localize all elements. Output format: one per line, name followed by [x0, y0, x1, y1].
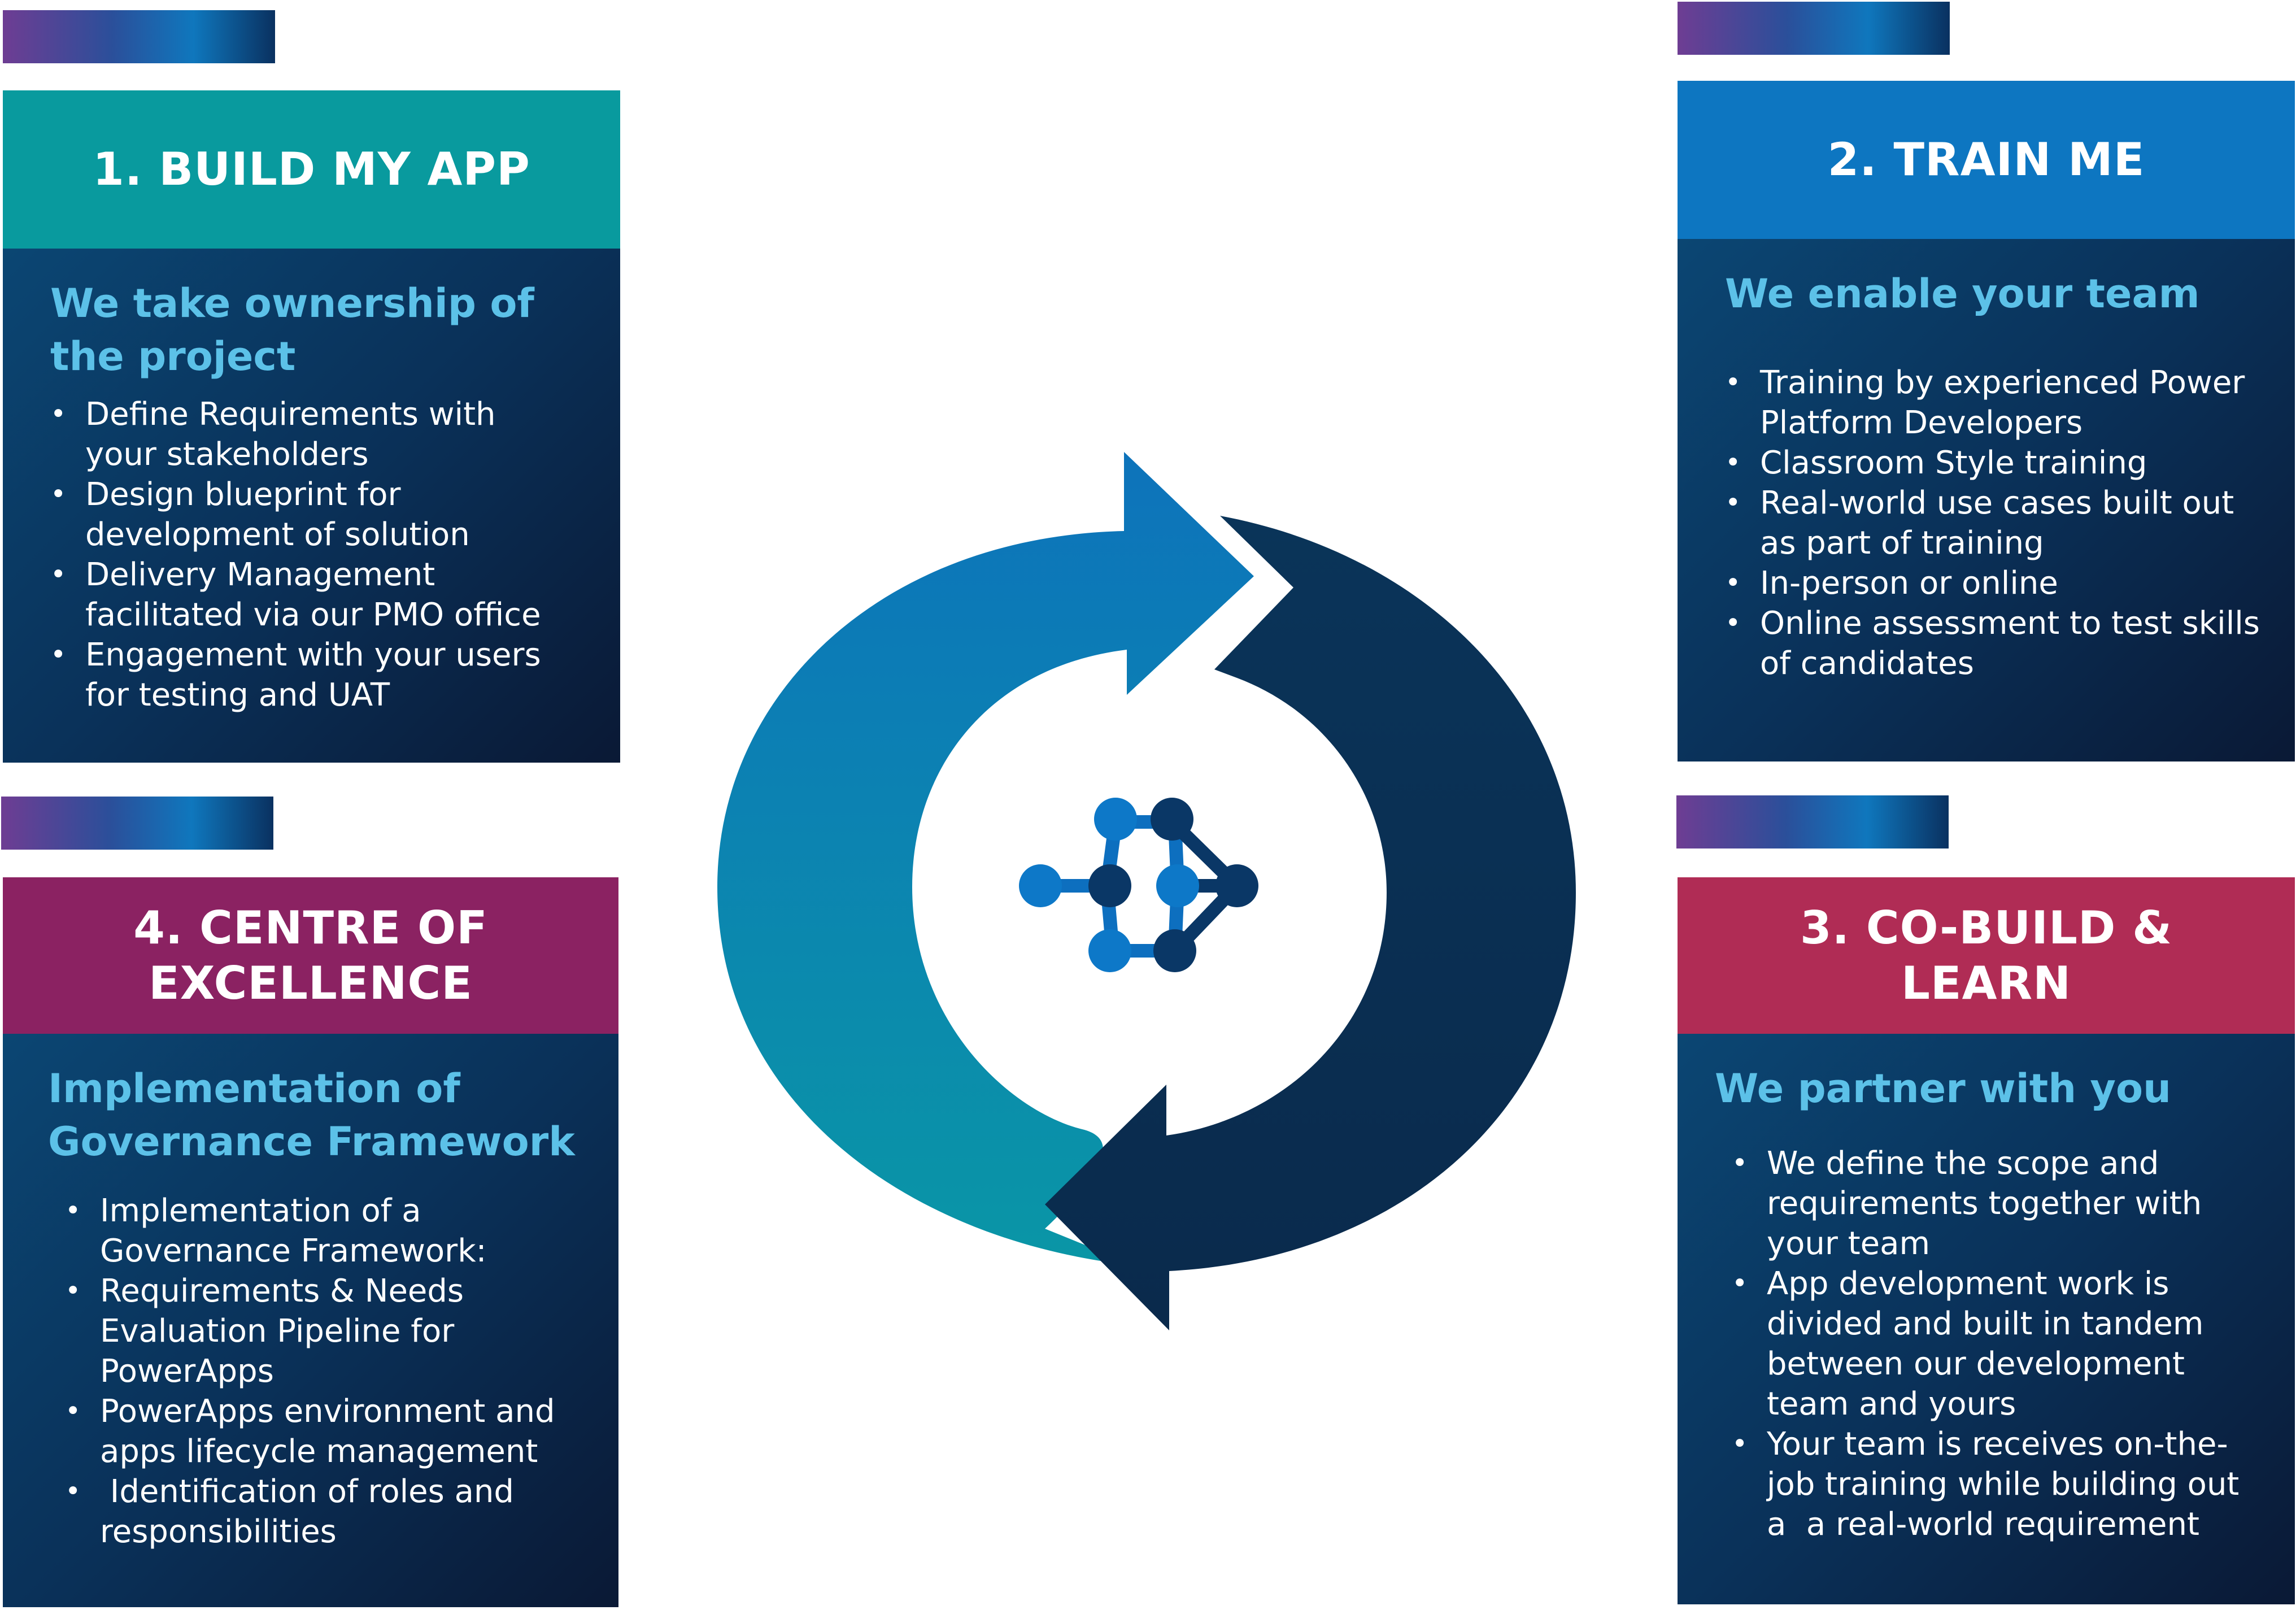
card-4-body: Implementation of Governance Framework Im… — [3, 1034, 618, 1607]
list-item-line: apps lifecycle management — [100, 1433, 538, 1470]
list-item-line: your team — [1767, 1225, 1930, 1262]
list-item: Classroom Style training — [1725, 443, 2272, 483]
cycle-arrow-dark — [1045, 516, 1576, 1330]
list-item-line: Design blueprint for — [85, 476, 401, 513]
list-item-line: your stakeholders — [85, 436, 369, 473]
list-item: App development work is divided and built… — [1732, 1264, 2272, 1424]
text-line: Implementation of — [48, 1065, 460, 1112]
card-2-body: We enable your team Training by experien… — [1678, 239, 2295, 762]
card-1-header: 1. BUILD MY APP — [3, 90, 620, 249]
list-item-line: In-person or online — [1760, 565, 2058, 602]
list-item-line: PowerApps environment and — [100, 1393, 555, 1430]
list-item: In-person or online — [1725, 563, 2272, 603]
list-item-line: Governance Framework: — [100, 1233, 487, 1269]
cycle-arrows-graphic — [717, 452, 1576, 1330]
text-line: Governance Framework — [48, 1119, 575, 1165]
card-2-title: 2. TRAIN ME — [1828, 132, 2145, 188]
list-item-line: PowerApps — [100, 1353, 274, 1390]
list-item-line: requirements together with — [1767, 1185, 2202, 1222]
text-line: 2. TRAIN ME — [1827, 133, 2145, 186]
list-item-line: Evaluation Pipeline for — [100, 1313, 455, 1350]
list-item-line: as part of training — [1760, 525, 2044, 562]
list-item: Delivery Management facilitated via our P… — [50, 555, 598, 635]
card-3-subtitle: We partner with you — [1715, 1062, 2272, 1115]
list-item: Identification of roles andresponsibilit… — [65, 1472, 596, 1552]
card-3-title: 3. CO-BUILD &LEARN — [1800, 900, 2172, 1011]
list-item-line: responsibilities — [100, 1513, 337, 1550]
text-line: 3. CO-BUILD & — [1800, 901, 2172, 954]
list-item-line: facilitated via our PMO office — [85, 597, 541, 633]
list-item: Your team is receives on-the-job trainin… — [1732, 1424, 2272, 1544]
list-item-line: Identification of roles and — [100, 1473, 514, 1510]
text-line: 1. BUILD MY APP — [93, 143, 530, 195]
text-line: EXCELLENCE — [149, 956, 473, 1009]
list-item-line: We define the scope and — [1767, 1145, 2159, 1182]
list-item-line: Define Requirements with — [85, 396, 496, 433]
list-item-line: Your team is receives on-the- — [1767, 1426, 2228, 1463]
cycle-arrow-light — [717, 452, 1254, 1265]
card-4-list: Implementation of a Governance Framework:… — [48, 1191, 596, 1552]
list-item-line: Delivery Management — [85, 556, 435, 593]
list-item: Engagement with your users for testing an… — [50, 635, 598, 715]
list-item: Real-world use cases built out as part of… — [1725, 483, 2272, 563]
list-item-line: development of solution — [85, 516, 470, 553]
card-3-header: 3. CO-BUILD &LEARN — [1678, 877, 2295, 1034]
list-item-line: App development work is — [1767, 1265, 2169, 1302]
list-item-line: a a real-world requirement — [1767, 1506, 2199, 1543]
network-logo-icon — [1019, 798, 1258, 972]
text-line: We take ownership of — [50, 280, 534, 327]
card-1-title: 1. BUILD MY APP — [93, 142, 530, 197]
text-line: 4. CENTRE OF — [133, 901, 488, 954]
card-train-me: 2. TRAIN ME We enable your team Training… — [1678, 81, 2295, 762]
card-1-subtitle: We take ownership of the project — [50, 277, 598, 383]
card-4-accent-bar — [1, 797, 273, 850]
list-item-line: Engagement with your users — [85, 637, 541, 673]
card-1-accent-bar — [3, 10, 275, 63]
card-co-build-learn: 3. CO-BUILD &LEARN We partner with you W… — [1678, 877, 2295, 1604]
card-1-body: We take ownership of the project Define R… — [3, 249, 620, 763]
text-line: We enable your team — [1725, 271, 2200, 317]
card-2-subtitle: We enable your team — [1725, 267, 2272, 320]
list-item-line: Real-world use cases built out — [1760, 485, 2234, 521]
card-2-header: 2. TRAIN ME — [1678, 81, 2295, 239]
text-line: LEARN — [1901, 956, 2072, 1009]
list-item-line: between our development — [1767, 1346, 2185, 1382]
list-item-line: Platform Developers — [1760, 404, 2083, 441]
list-item-line: Online assessment to test skills — [1760, 605, 2260, 642]
list-item-line: Training by experienced Power — [1760, 364, 2245, 401]
list-item-line: job training while building out — [1767, 1466, 2240, 1503]
card-3-body: We partner with you We define the scope … — [1678, 1034, 2295, 1604]
list-item-line: Classroom Style training — [1760, 445, 2147, 481]
card-4-subtitle: Implementation of Governance Framework — [48, 1062, 596, 1168]
list-item-line: Implementation of a — [100, 1193, 421, 1229]
card-2-accent-bar — [1678, 2, 1950, 55]
text-line: We partner with you — [1715, 1065, 2171, 1112]
card-build-my-app: 1. BUILD MY APP We take ownership of the … — [3, 90, 620, 763]
list-item-line: for testing and UAT — [85, 677, 390, 713]
list-item-line: team and yours — [1767, 1386, 2016, 1422]
list-item-line: Requirements & Needs — [100, 1273, 464, 1309]
card-3-accent-bar — [1676, 795, 1949, 848]
text-line: the project — [50, 333, 296, 380]
list-item-line: of candidates — [1760, 645, 1974, 682]
list-item-line: divided and built in tandem — [1767, 1306, 2204, 1342]
list-item: Implementation of a Governance Framework: — [65, 1191, 596, 1271]
